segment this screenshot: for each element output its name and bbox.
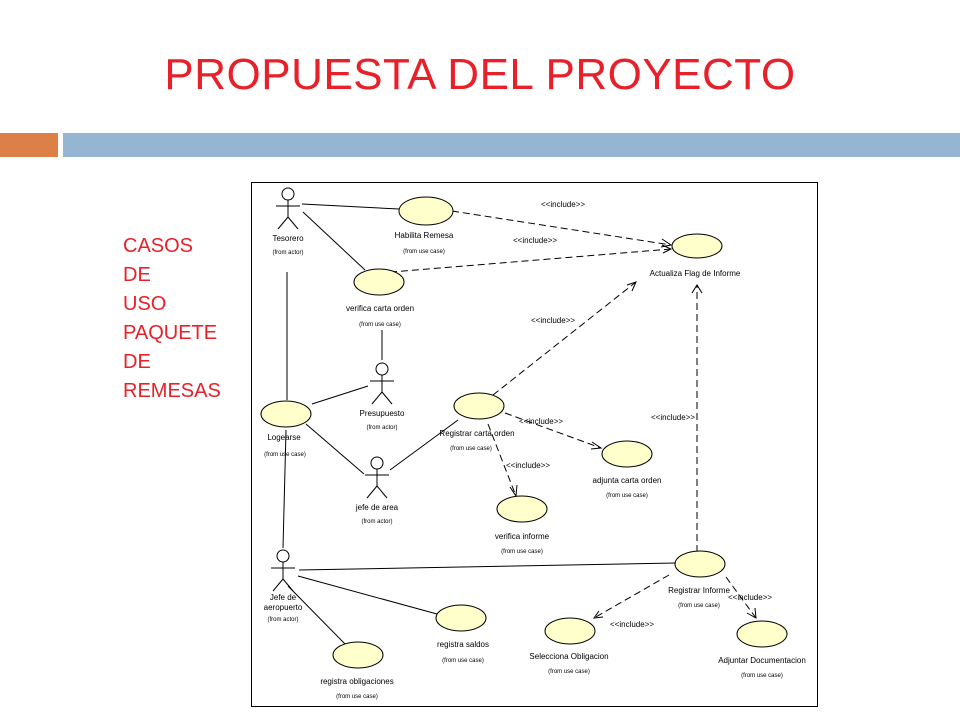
usecase-verifica-informe-origin: (from use case) xyxy=(501,549,543,555)
assoc-jefearea-registrar xyxy=(389,419,459,471)
actor-jefe-de-aeropuerto-origin: (from actor) xyxy=(267,617,298,623)
usecase-registra-saldos-origin: (from use case) xyxy=(442,658,484,664)
usecase-registra-obligaciones-label: registra obligaciones xyxy=(320,677,393,686)
usecase-habilita-remesa-origin: (from use case) xyxy=(403,249,445,255)
actor-tesorero-label: Tesorero xyxy=(272,234,304,243)
include-label: <<include>> xyxy=(531,316,575,325)
usecase-selecciona-obligacion xyxy=(544,617,596,645)
usecase-adjunta-carta-orden-origin: (from use case) xyxy=(606,493,648,499)
usecase-registra-obligaciones-origin: (from use case) xyxy=(336,694,378,700)
assoc-tesorero-habilita xyxy=(301,203,400,210)
include-label: <<include>> xyxy=(506,461,550,470)
arrowhead xyxy=(691,284,703,294)
usecase-adjuntar-documentacion xyxy=(736,620,788,648)
include-habilita-actualiza xyxy=(451,210,672,246)
include-label: <<include>> xyxy=(519,417,563,426)
usecase-registrar-informe-label: Registrar Informe xyxy=(668,586,730,595)
side-label-line: DE xyxy=(123,351,151,373)
usecase-verifica-informe-label: verifica informe xyxy=(495,532,550,541)
side-label: CASOS DE USO PAQUETE DE REMESAS xyxy=(123,232,221,406)
arrowhead xyxy=(746,607,757,619)
actor-presupuesto-label: Presupuesto xyxy=(360,409,405,418)
actor-tesorero-icon xyxy=(276,187,300,230)
usecase-registra-saldos xyxy=(435,604,487,632)
usecase-logearse xyxy=(260,400,312,428)
usecase-registrar-informe-origin: (from use case) xyxy=(678,603,720,609)
usecase-registrar-carta-orden xyxy=(453,392,505,420)
diagram-frame xyxy=(251,182,818,707)
usecase-actualiza-flag xyxy=(671,233,723,259)
include-label: <<include>> xyxy=(651,413,695,422)
include-registrarinforme-adjuntar xyxy=(725,576,757,619)
assoc-jefeaero-obligaciones xyxy=(287,585,347,646)
usecase-logearse-label: Logearse xyxy=(267,433,301,442)
usecase-selecciona-obligacion-label: Selecciona Obligacion xyxy=(529,652,608,661)
usecase-logearse-origin: (from use case) xyxy=(264,452,306,458)
assoc-logearse-jefearea xyxy=(305,423,365,475)
usecase-verifica-carta-orden-origin: (from use case) xyxy=(359,322,401,328)
usecase-adjuntar-documentacion-label: Adjuntar Documentacion xyxy=(718,656,806,665)
usecase-registrar-carta-orden-label: Registrar carta orden xyxy=(439,429,514,438)
header-divider-bar xyxy=(63,133,960,157)
use-case-diagram: <<include>> <<include>> <<include>> <<in… xyxy=(251,182,818,707)
header-accent-bar xyxy=(0,133,58,157)
actor-jefe-de-aeropuerto-label: Jefe de xyxy=(270,593,297,602)
actor-jefe-de-area-origin: (from actor) xyxy=(361,519,392,525)
usecase-registra-saldos-label: registra saldos xyxy=(437,640,489,649)
side-label-line: CASOS xyxy=(123,235,194,257)
include-verifica-actualiza xyxy=(378,248,672,274)
assoc-jefeaero-saldos xyxy=(297,575,438,615)
arrowhead xyxy=(592,610,604,619)
include-registrar-actualiza xyxy=(492,281,637,396)
usecase-adjunta-carta-orden xyxy=(601,440,653,468)
side-label-line: PAQUETE xyxy=(123,322,218,344)
actor-tesorero-origin: (from actor) xyxy=(272,250,303,256)
include-label: <<include>> xyxy=(513,236,557,245)
usecase-verifica-carta-orden-label: verifica carta orden xyxy=(346,304,414,313)
side-label-line: DE xyxy=(123,264,151,286)
side-label-line: REMESAS xyxy=(123,380,221,402)
usecase-selecciona-obligacion-origin: (from use case) xyxy=(548,669,590,675)
assoc-presupuesto-logearse xyxy=(311,385,369,405)
usecase-registrar-informe xyxy=(674,550,726,578)
assoc-jefeaero-registrarinforme xyxy=(298,562,677,571)
slide-title: PROPUESTA DEL PROYECTO xyxy=(164,50,796,99)
include-registrar-verificainforme xyxy=(487,423,517,497)
include-registrarinforme-selecciona xyxy=(593,574,670,619)
arrowhead xyxy=(590,441,603,450)
include-label: <<include>> xyxy=(541,200,585,209)
usecase-habilita-remesa xyxy=(398,196,454,226)
arrowhead xyxy=(661,244,673,254)
actor-jefe-de-area-icon xyxy=(365,456,389,499)
actor-jefe-de-aeropuerto-icon xyxy=(271,549,295,592)
usecase-verifica-informe xyxy=(496,495,548,523)
side-label-line: USO xyxy=(123,293,167,315)
usecase-adjunta-carta-orden-label: adjunta carta orden xyxy=(593,476,662,485)
usecase-habilita-remesa-label: Habilita Remesa xyxy=(395,231,454,240)
actor-presupuesto-icon xyxy=(370,362,394,405)
include-label: <<include>> xyxy=(728,593,772,602)
actor-jefe-de-area-label: jefe de area xyxy=(355,503,399,512)
usecase-actualiza-flag-label: Actualiza Flag de Informe xyxy=(650,269,741,278)
usecase-registra-obligaciones xyxy=(332,641,384,669)
usecase-registrar-carta-orden-origin: (from use case) xyxy=(450,446,492,452)
usecase-adjuntar-documentacion-origin: (from use case) xyxy=(741,673,783,679)
actor-presupuesto-origin: (from actor) xyxy=(366,425,397,431)
include-label: <<include>> xyxy=(610,620,654,629)
assoc-tesorero-verifica xyxy=(302,211,366,271)
include-registrar-adjunta xyxy=(504,412,602,449)
assoc-logearse-jefeaero xyxy=(282,429,287,549)
usecase-verifica-carta-orden xyxy=(353,268,405,296)
actor-jefe-de-aeropuerto-label: aeropuerto xyxy=(264,603,303,612)
arrowhead xyxy=(626,281,637,292)
